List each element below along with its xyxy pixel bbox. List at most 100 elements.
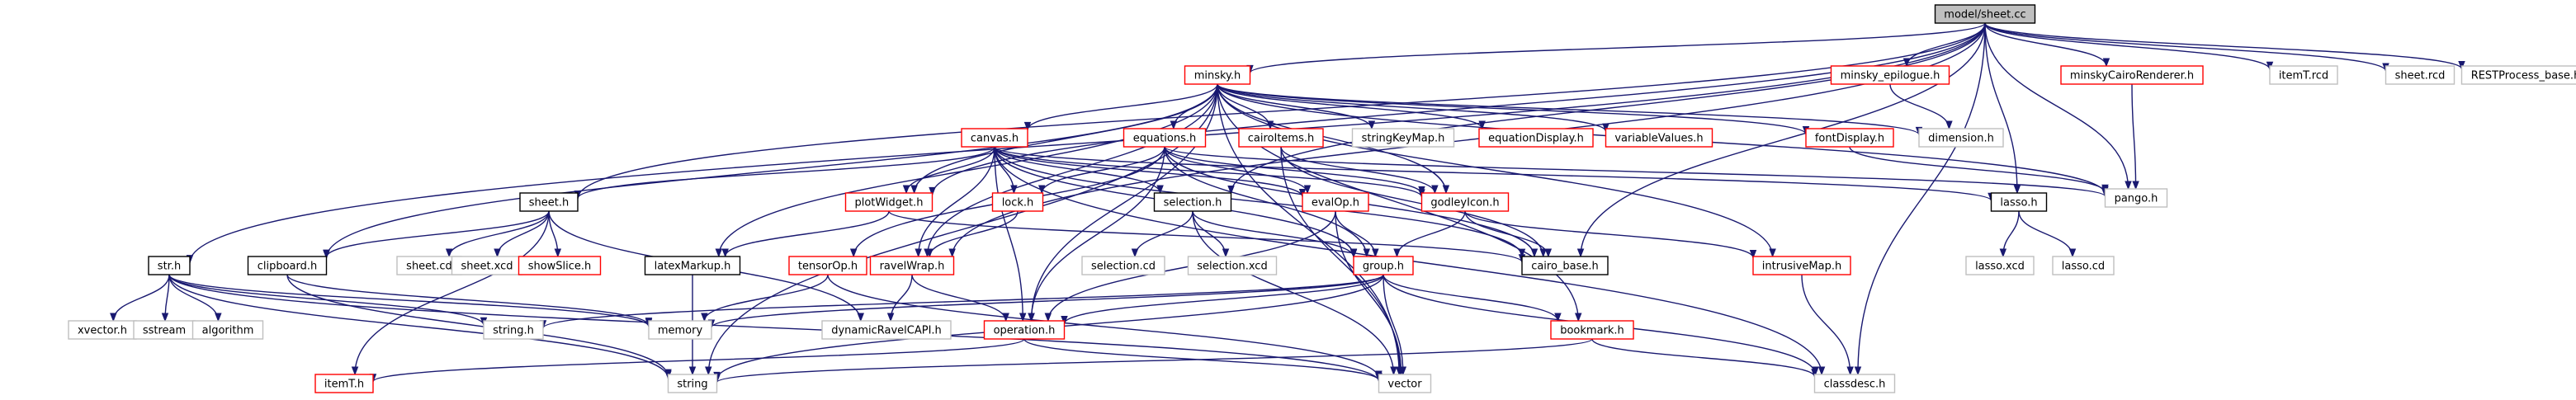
- node-bookmark-h[interactable]: bookmark.h: [1550, 320, 1634, 340]
- node-label: string: [677, 379, 707, 391]
- edge-minsky_h-to-latexMarkup_h: [715, 83, 1218, 258]
- edge-bookmark_h-to-classdesc_h: [1591, 338, 1818, 379]
- edge-sheet_cc-to-lasso_h: [1984, 22, 2021, 195]
- node-selection-h[interactable]: selection.h: [1153, 192, 1232, 212]
- node-label: algorithm: [202, 325, 254, 337]
- edge-minsky_h-to-string: [705, 83, 1218, 376]
- edge-cairoItems_h-to-cairo_base_h: [1280, 146, 1547, 258]
- edge-plotWidget_h-to-cairo_base_h: [888, 210, 1526, 264]
- edge-selection_h-to-selection_cd: [1131, 210, 1193, 258]
- edge-equations_h-to-evalOp_h: [1164, 146, 1312, 195]
- node-label: group.h: [1363, 261, 1404, 273]
- edge-selection_h-to-vector: [1192, 210, 1397, 376]
- node-xvector-h: xvector.h: [68, 320, 137, 340]
- node-label: tensorOp.h: [798, 261, 858, 273]
- node-cairo-base-h[interactable]: cairo_base.h: [1521, 256, 1609, 275]
- node-evalOp-h[interactable]: evalOp.h: [1302, 192, 1369, 212]
- node-label: dynamicRavelCAPI.h: [831, 325, 942, 337]
- node-label: selection.cd: [1091, 261, 1156, 273]
- node-canvas-h[interactable]: canvas.h: [961, 128, 1028, 148]
- node-memory: memory: [648, 320, 712, 340]
- node-label: canvas.h: [971, 133, 1019, 145]
- edge-sheet_h-to-sheet_xcd: [494, 210, 550, 258]
- node-label: minskyCairoRenderer.h: [2070, 70, 2194, 82]
- edge-group_h-to-operation_h: [1061, 274, 1384, 325]
- node-minsky-epilogue-h[interactable]: minsky_epilogue.h: [1830, 65, 1950, 85]
- node-sheet-cc[interactable]: model/sheet.cc: [1934, 4, 2036, 24]
- node-label: showSlice.h: [528, 261, 592, 273]
- node-label: model/sheet.cc: [1944, 9, 2025, 21]
- edges-layer: [110, 22, 2465, 384]
- edge-evalOp_h-to-vector: [1335, 210, 1405, 376]
- edge-group_h-to-bookmark_h: [1383, 274, 1562, 322]
- node-itemT-h[interactable]: itemT.h: [314, 374, 374, 393]
- node-lasso-cd: lasso.cd: [2052, 256, 2115, 275]
- edge-str_h-to-xvector_h: [110, 274, 170, 322]
- node-lock-h[interactable]: lock.h: [991, 192, 1044, 212]
- edge-equations_h-to-group_h: [1164, 146, 1370, 258]
- node-label: equationDisplay.h: [1488, 133, 1584, 145]
- node-sheet-h[interactable]: sheet.h: [519, 192, 579, 212]
- node-label: string.h: [493, 325, 534, 337]
- node-operation-h[interactable]: operation.h: [983, 320, 1066, 340]
- node-label: lasso.cd: [2062, 261, 2105, 273]
- edge-group_h-to-memory: [707, 274, 1384, 329]
- edge-cairoItems_h-to-godleyIcon_h: [1280, 146, 1439, 195]
- edge-sheet_cc-to-pango_h: [1984, 22, 2132, 191]
- node-label: pango.h: [2115, 193, 2158, 205]
- edge-sheet_h-to-clipboard_h: [323, 210, 550, 259]
- edge-minsky_epilogue_h-to-dimension_h: [1889, 83, 1953, 130]
- edge-group_h-to-string_h: [539, 274, 1384, 330]
- edge-plotWidget_h-to-latexMarkup_h: [721, 210, 890, 258]
- edge-selection_h-to-group_h: [1192, 210, 1358, 259]
- node-showSlice-h[interactable]: showSlice.h: [518, 256, 602, 275]
- edge-sheet_h-to-itemT_h: [351, 210, 550, 376]
- edge-canvas_h-to-ravelWrap_h: [915, 146, 995, 258]
- node-plotWidget-h[interactable]: plotWidget.h: [844, 192, 934, 212]
- node-cairoItems-h[interactable]: cairoItems.h: [1238, 128, 1324, 148]
- edge-minsky_h-to-plotWidget_h: [910, 83, 1218, 195]
- node-str-h[interactable]: str.h: [148, 256, 191, 275]
- node-label: RESTProcess_base.h: [2471, 70, 2576, 82]
- node-latexMarkup-h[interactable]: latexMarkup.h: [644, 256, 741, 275]
- edge-canvas_h-to-selection_h: [994, 146, 1164, 195]
- node-label: itemT.h: [324, 379, 364, 391]
- node-fontDisplay-h[interactable]: fontDisplay.h: [1805, 128, 1894, 148]
- edge-sheet_cc-to-RESTProcess_base_h: [1984, 22, 2465, 70]
- edge-canvas_h-to-operation_h: [994, 146, 1027, 322]
- edge-minsky_h-to-intrusiveMap_h: [1217, 83, 1776, 258]
- node-label: selection.h: [1164, 197, 1222, 209]
- node-RESTProcess-base-h: RESTProcess_base.h: [2460, 65, 2576, 85]
- edge-godleyIcon_h-to-group_h: [1393, 210, 1466, 258]
- node-label: sheet.h: [529, 197, 569, 209]
- node-ravelWrap-h[interactable]: ravelWrap.h: [869, 256, 955, 275]
- edge-clipboard_h-to-string: [286, 274, 672, 379]
- node-label: clipboard.h: [258, 261, 318, 273]
- node-clipboard-h[interactable]: clipboard.h: [247, 256, 328, 275]
- node-label: godleyIcon.h: [1430, 197, 1499, 209]
- node-classdesc-h: classdesc.h: [1813, 374, 1896, 393]
- node-variableValues-h[interactable]: variableValues.h: [1605, 128, 1713, 148]
- edge-evalOp_h-to-group_h: [1335, 210, 1379, 258]
- node-equations-h[interactable]: equations.h: [1123, 128, 1207, 148]
- node-tensorOp-h[interactable]: tensorOp.h: [788, 256, 867, 275]
- node-equationDisplay-h[interactable]: equationDisplay.h: [1478, 128, 1594, 148]
- node-group-h[interactable]: group.h: [1353, 256, 1414, 275]
- edge-ravelWrap_h-to-dynamicRavelCAPI_h: [886, 274, 913, 322]
- node-minskyCairoRenderer-h[interactable]: minskyCairoRenderer.h: [2060, 65, 2204, 85]
- node-sheet-xcd: sheet.xcd: [451, 256, 523, 275]
- node-label: cairo_base.h: [1531, 261, 1599, 273]
- node-godleyIcon-h[interactable]: godleyIcon.h: [1420, 192, 1510, 212]
- node-label: minsky.h: [1194, 70, 1241, 82]
- node-intrusiveMap-h[interactable]: intrusiveMap.h: [1752, 256, 1851, 275]
- edge-tensorOp_h-to-memory: [701, 274, 829, 322]
- edge-minsky_h-to-bookmark_h: [1217, 83, 1582, 322]
- edge-lasso_h-to-lasso_cd: [2018, 210, 2077, 258]
- node-lasso-h[interactable]: lasso.h: [1990, 192, 2048, 212]
- edge-fontDisplay_h-to-pango_h: [1849, 146, 2109, 194]
- node-label: sheet.cd: [406, 261, 452, 273]
- node-minsky-h[interactable]: minsky.h: [1184, 65, 1251, 85]
- node-sheet-rcd: sheet.rcd: [2385, 65, 2455, 85]
